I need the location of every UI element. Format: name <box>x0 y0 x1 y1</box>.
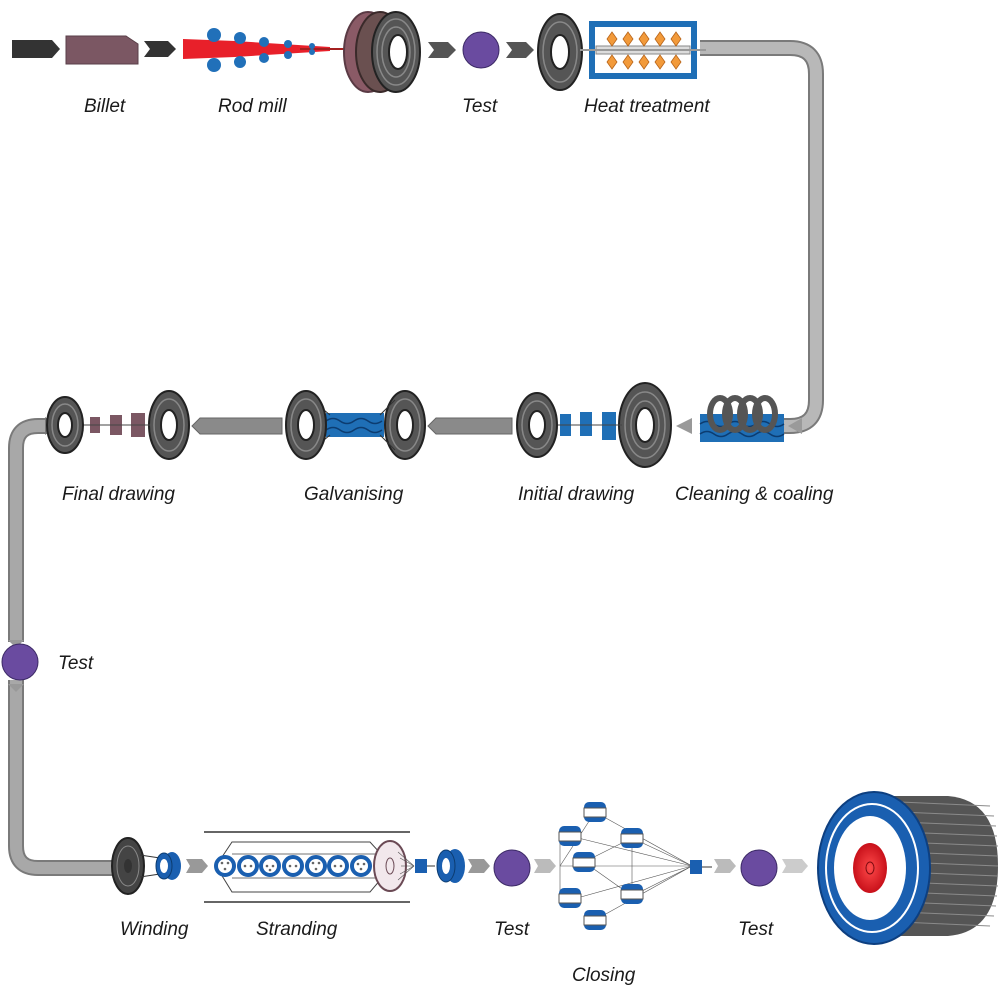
bobbin-icon <box>620 884 644 904</box>
label-test-2: Test <box>58 653 94 674</box>
cable-reel-icon <box>817 791 999 945</box>
arrow-icon <box>427 417 513 435</box>
closing-machine-icon <box>558 802 712 930</box>
label-stranding: Stranding <box>256 919 338 940</box>
bobbin-icon <box>558 826 582 846</box>
label-initial-drawing: Initial drawing <box>518 484 635 505</box>
label-test-1: Test <box>462 96 498 117</box>
die-icon <box>80 413 150 437</box>
arrow-icon <box>782 859 808 873</box>
label-rod-mill: Rod mill <box>218 96 287 117</box>
billet-icon <box>65 35 139 65</box>
arrow-icon <box>676 418 692 434</box>
test-icon <box>740 849 778 887</box>
bobbin-icon <box>572 852 596 872</box>
coil-icon <box>537 13 583 91</box>
label-heat-treatment: Heat treatment <box>584 96 710 117</box>
arrow-icon <box>788 418 802 434</box>
arrow-icon <box>144 41 176 57</box>
arrow-icon <box>12 40 60 58</box>
coil-icon <box>343 11 421 93</box>
coil-icon <box>618 382 672 468</box>
label-galvanising: Galvanising <box>304 484 404 505</box>
arrow-icon <box>534 859 556 873</box>
furnace-icon <box>580 21 706 79</box>
die-icon <box>690 860 702 874</box>
arrow-icon <box>714 859 736 873</box>
coil-icon <box>46 396 84 454</box>
label-final-drawing: Final drawing <box>62 484 175 505</box>
arrow-icon <box>506 42 534 58</box>
bath-icon <box>311 399 396 451</box>
bobbin-icon <box>155 852 181 880</box>
test-icon <box>1 643 39 681</box>
coil-icon <box>285 390 327 460</box>
die-icon <box>415 859 427 873</box>
arrow-icon <box>191 417 283 435</box>
stranding-machine-icon <box>204 831 415 903</box>
label-billet: Billet <box>84 96 126 117</box>
rod-mill-icon <box>183 28 345 72</box>
label-winding: Winding <box>120 919 189 940</box>
bobbin-icon <box>620 828 644 848</box>
test-icon <box>493 849 531 887</box>
test-icon <box>462 31 500 69</box>
bobbin-icon <box>583 910 607 930</box>
coil-icon <box>111 837 145 895</box>
label-test-4: Test <box>738 919 774 940</box>
label-test-3: Test <box>494 919 530 940</box>
arrow-icon <box>8 684 24 692</box>
coil-icon <box>516 392 558 458</box>
label-closing: Closing <box>572 965 636 986</box>
coil-icon <box>384 390 426 460</box>
conveyor-path <box>8 40 824 876</box>
label-cleaning-coaling: Cleaning & coaling <box>675 484 834 505</box>
arrow-icon <box>468 859 490 873</box>
bobbin-icon <box>436 849 465 883</box>
die-icon <box>550 412 622 440</box>
bobbin-icon <box>583 802 607 822</box>
coil-icon <box>148 390 190 460</box>
arrow-icon <box>428 42 456 58</box>
bath-icon <box>699 395 785 442</box>
bobbin-icon <box>558 888 582 908</box>
arrow-icon <box>186 859 208 873</box>
